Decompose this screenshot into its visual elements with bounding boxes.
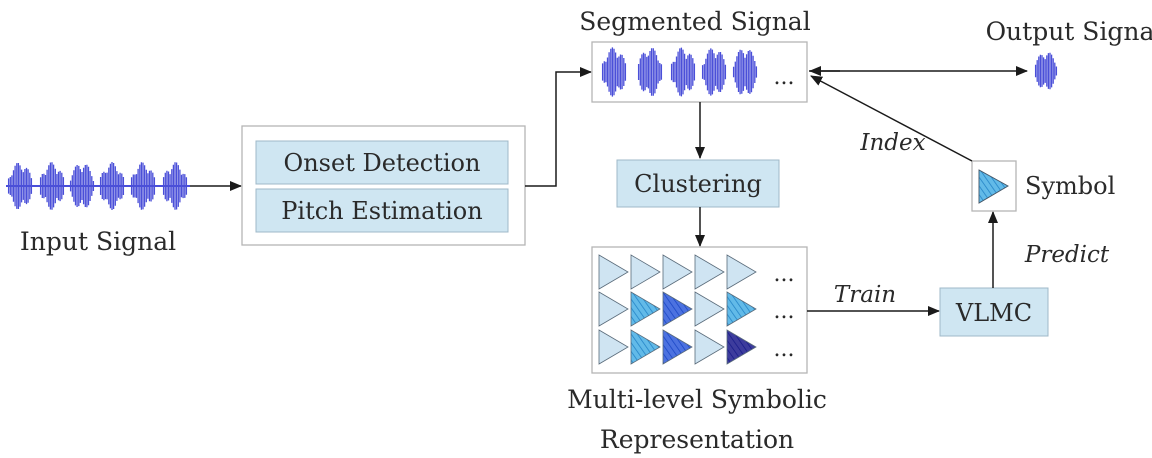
input-burst-5 xyxy=(130,162,156,210)
index-label: Index xyxy=(859,130,925,156)
segment-burst-1 xyxy=(601,47,627,97)
segment-burst-5 xyxy=(732,49,758,95)
symbol-triangle-r2c5 xyxy=(726,291,757,327)
vlmc-label: VLMC xyxy=(955,299,1032,327)
symbol-label: Symbol xyxy=(1025,172,1115,200)
symbol-triangle-r3c1 xyxy=(598,329,629,365)
symbol-triangle-r3c2 xyxy=(630,329,661,365)
segmented-signal-label: Segmented Signal xyxy=(579,7,810,36)
symbol-triangle-r1c5 xyxy=(726,254,757,290)
representation-label-line2: Representation xyxy=(600,425,794,454)
input-signal-label: Input Signal xyxy=(20,227,176,256)
symbol-triangle-r1c1 xyxy=(598,254,629,290)
symbol-triangle-r2c2 xyxy=(630,291,661,327)
segmented-signal-frame xyxy=(591,41,808,103)
onset-detection-box xyxy=(255,140,509,185)
pitch-estimation-box xyxy=(255,188,509,233)
symbol-triangle-r1c3 xyxy=(662,254,693,290)
vlmc-box xyxy=(939,287,1049,337)
segment-burst-4 xyxy=(701,48,727,96)
row1-ellipsis: ... xyxy=(774,262,795,287)
segmented-signal-waveforms xyxy=(601,47,758,97)
input-burst-2 xyxy=(39,162,65,210)
row3-ellipsis: ... xyxy=(774,337,795,362)
input-burst-6 xyxy=(162,162,188,210)
symbol-triangle-r1c2 xyxy=(630,254,661,290)
symbol-triangle-grid xyxy=(598,254,757,365)
input-burst-3 xyxy=(69,164,95,208)
index-arrow xyxy=(810,75,973,162)
symbol-triangle-r3c5 xyxy=(726,329,757,365)
symbol-triangle-r1c4 xyxy=(694,254,725,290)
output-signal-label: Output Signal xyxy=(986,17,1152,46)
onset-detection-label: Onset Detection xyxy=(284,149,481,177)
input-burst-4 xyxy=(99,162,125,210)
row2-ellipsis: ... xyxy=(774,299,795,324)
symbol-triangle-r3c3 xyxy=(662,329,693,365)
pitch-estimation-label: Pitch Estimation xyxy=(281,197,482,225)
representation-label-line1: Multi-level Symbolic xyxy=(567,385,827,414)
output-burst xyxy=(1034,52,1058,90)
input-signal-waveform xyxy=(6,162,190,210)
segmented-ellipsis: ... xyxy=(774,65,795,90)
symbol-triangle-r3c4 xyxy=(694,329,725,365)
clustering-box xyxy=(616,159,780,208)
symbol-triangle-r2c1 xyxy=(598,291,629,327)
train-label: Train xyxy=(834,282,896,308)
symbol-triangle-r2c3 xyxy=(662,291,693,327)
output-signal-waveform xyxy=(1034,52,1058,90)
processing-to-segmented-arrow xyxy=(525,67,592,187)
segment-burst-3 xyxy=(670,47,696,97)
segment-burst-2 xyxy=(637,48,663,96)
input-burst-1 xyxy=(7,163,33,209)
symbol-triangle-r2c4 xyxy=(694,291,725,327)
clustering-label: Clustering xyxy=(634,170,762,198)
predict-label: Predict xyxy=(1024,242,1110,268)
symbol-triangle-icon xyxy=(978,169,1009,204)
